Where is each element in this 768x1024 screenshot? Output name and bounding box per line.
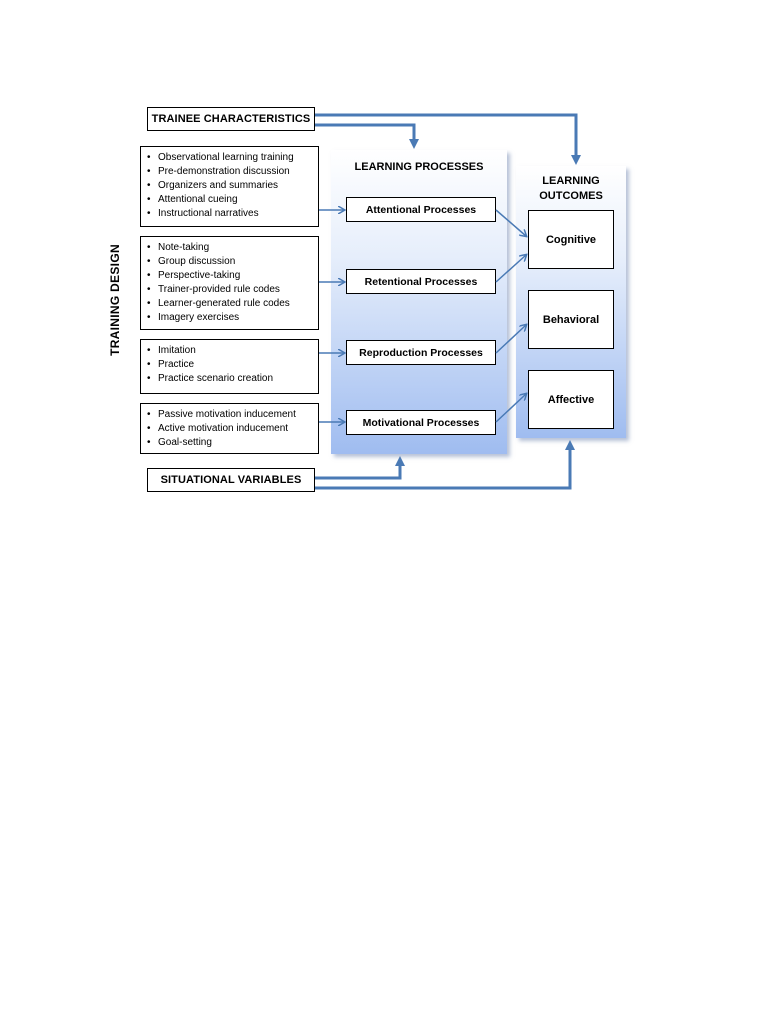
retentional-processes-box: Retentional Processes (346, 269, 496, 294)
list-item: Instructional narratives (147, 207, 312, 221)
design-list-reproduction: Imitation Practice Practice scenario cre… (140, 339, 319, 394)
list-item: Perspective-taking (147, 269, 312, 283)
list-item: Imagery exercises (147, 311, 312, 325)
list-item: Goal-setting (147, 436, 312, 450)
list-item: Pre-demonstration discussion (147, 165, 312, 179)
motivational-processes-box: Motivational Processes (346, 410, 496, 435)
situational-variables-box: SITUATIONAL VARIABLES (147, 468, 315, 492)
behavioral-outcome-box: Behavioral (528, 290, 614, 349)
list-item: Practice (147, 358, 312, 372)
list-item: Practice scenario creation (147, 372, 312, 386)
situational-to-processes-arrow (315, 456, 405, 480)
list-item: Passive motivation inducement (147, 408, 312, 422)
list-item: Organizers and summaries (147, 179, 312, 193)
learning-processes-panel: LEARNING PROCESSES (331, 150, 507, 454)
list-item: Note-taking (147, 241, 312, 255)
cognitive-outcome-box: Cognitive (528, 210, 614, 269)
trainee-characteristics-box: TRAINEE CHARACTERISTICS (147, 107, 315, 131)
learning-outcomes-title-line2: OUTCOMES (539, 190, 603, 202)
list-item: Group discussion (147, 255, 312, 269)
list-item: Active motivation inducement (147, 422, 312, 436)
list-item: Observational learning training (147, 151, 312, 165)
design-list-retentional: Note-taking Group discussion Perspective… (140, 236, 319, 330)
list-item: Learner-generated rule codes (147, 297, 312, 311)
list-item: Trainer-provided rule codes (147, 283, 312, 297)
design-list-motivational: Passive motivation inducement Active mot… (140, 403, 319, 454)
attentional-processes-box: Attentional Processes (346, 197, 496, 222)
trainee-to-processes-arrow (315, 123, 419, 149)
learning-processes-title: LEARNING PROCESSES (354, 161, 484, 173)
learning-outcomes-title-line1: LEARNING (542, 175, 600, 187)
list-item: Attentional cueing (147, 193, 312, 207)
design-list-attentional: Observational learning training Pre-demo… (140, 146, 319, 227)
list-item: Imitation (147, 344, 312, 358)
training-design-label: TRAINING DESIGN (108, 244, 122, 356)
reproduction-processes-box: Reproduction Processes (346, 340, 496, 365)
affective-outcome-box: Affective (528, 370, 614, 429)
